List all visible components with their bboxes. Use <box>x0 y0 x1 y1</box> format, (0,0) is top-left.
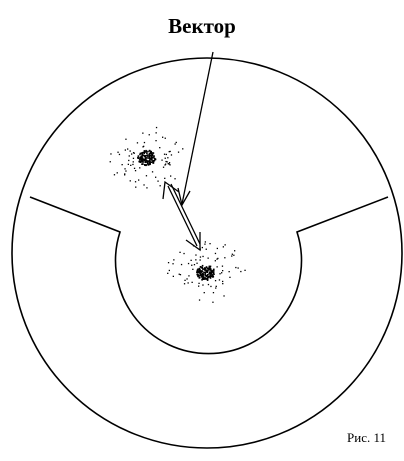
vector-label: Вектор <box>168 14 236 38</box>
particle-cluster-lower <box>167 241 246 303</box>
particle-cluster-upper <box>109 126 184 189</box>
figure-caption: Рис. 11 <box>347 430 386 445</box>
displacement-double-arrow <box>162 180 201 252</box>
inner-cutout <box>29 196 389 355</box>
vector-pointer-arrow <box>177 51 214 207</box>
outer-circle <box>11 57 403 449</box>
